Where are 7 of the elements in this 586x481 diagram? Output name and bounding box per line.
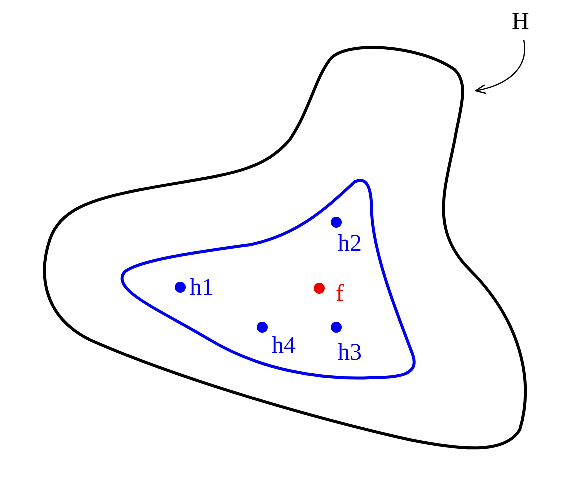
set-label: H <box>512 10 530 34</box>
point-label: h3 <box>338 341 362 365</box>
point-label: h4 <box>272 334 296 358</box>
point-label: h2 <box>338 232 362 256</box>
point-label: h1 <box>190 276 214 300</box>
leader-arrow <box>475 40 526 94</box>
point-label: f <box>336 282 344 306</box>
